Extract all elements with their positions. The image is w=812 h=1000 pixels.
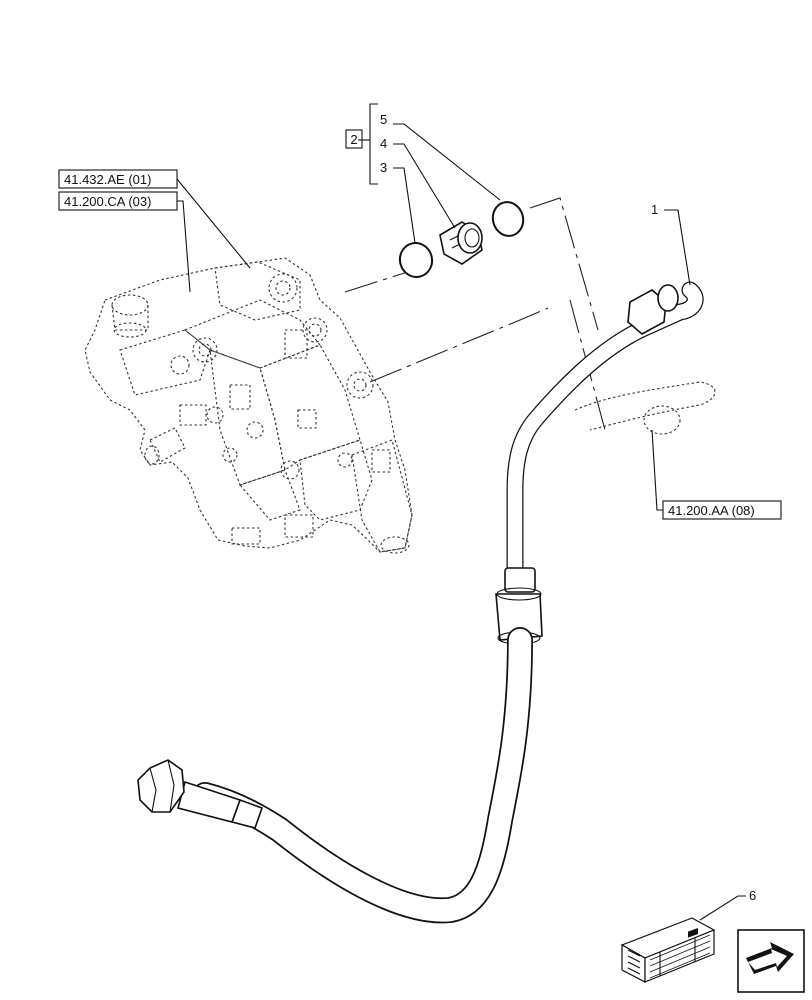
- reference-box-41200aa: 41.200.AA (08): [662, 500, 782, 520]
- reference-label: 41.200.CA (03): [64, 194, 151, 209]
- o-ring-5: [491, 201, 525, 237]
- next-page-arrow-icon[interactable]: [737, 929, 805, 993]
- reference-label: 41.432.AE (01): [64, 172, 151, 187]
- leader-3: [393, 167, 416, 244]
- leader-ref-3: [651, 429, 663, 511]
- leader-ref-2: [177, 200, 191, 293]
- leader-4: [393, 143, 456, 229]
- leader-1: [664, 209, 691, 286]
- group-box: [345, 129, 363, 149]
- reference-box-41432ae: 41.432.AE (01): [58, 169, 178, 189]
- callout-3: 3: [380, 160, 387, 175]
- leader-6: [699, 895, 746, 921]
- hydraulic-pipe-1: [137, 281, 716, 924]
- callout-6: 6: [749, 888, 756, 903]
- callout-4: 4: [380, 136, 387, 151]
- kit-group-bracket: 2 5 4 3: [345, 103, 387, 185]
- reference-box-41200ca: 41.200.CA (03): [58, 191, 178, 211]
- adapter-fitting-4: [439, 221, 483, 265]
- callout-1: 1: [651, 202, 658, 217]
- callout-5: 5: [380, 112, 387, 127]
- reference-label: 41.200.AA (08): [668, 503, 755, 518]
- connection-centerline: [529, 197, 599, 331]
- leader-5: [393, 123, 501, 201]
- group-box-label: 2: [350, 132, 357, 147]
- kit-box-icon: [620, 917, 716, 983]
- connection-centerline: [369, 307, 549, 383]
- control-valve-block: [84, 257, 413, 554]
- o-ring-3: [398, 242, 434, 278]
- leader-ref-1: [176, 178, 251, 269]
